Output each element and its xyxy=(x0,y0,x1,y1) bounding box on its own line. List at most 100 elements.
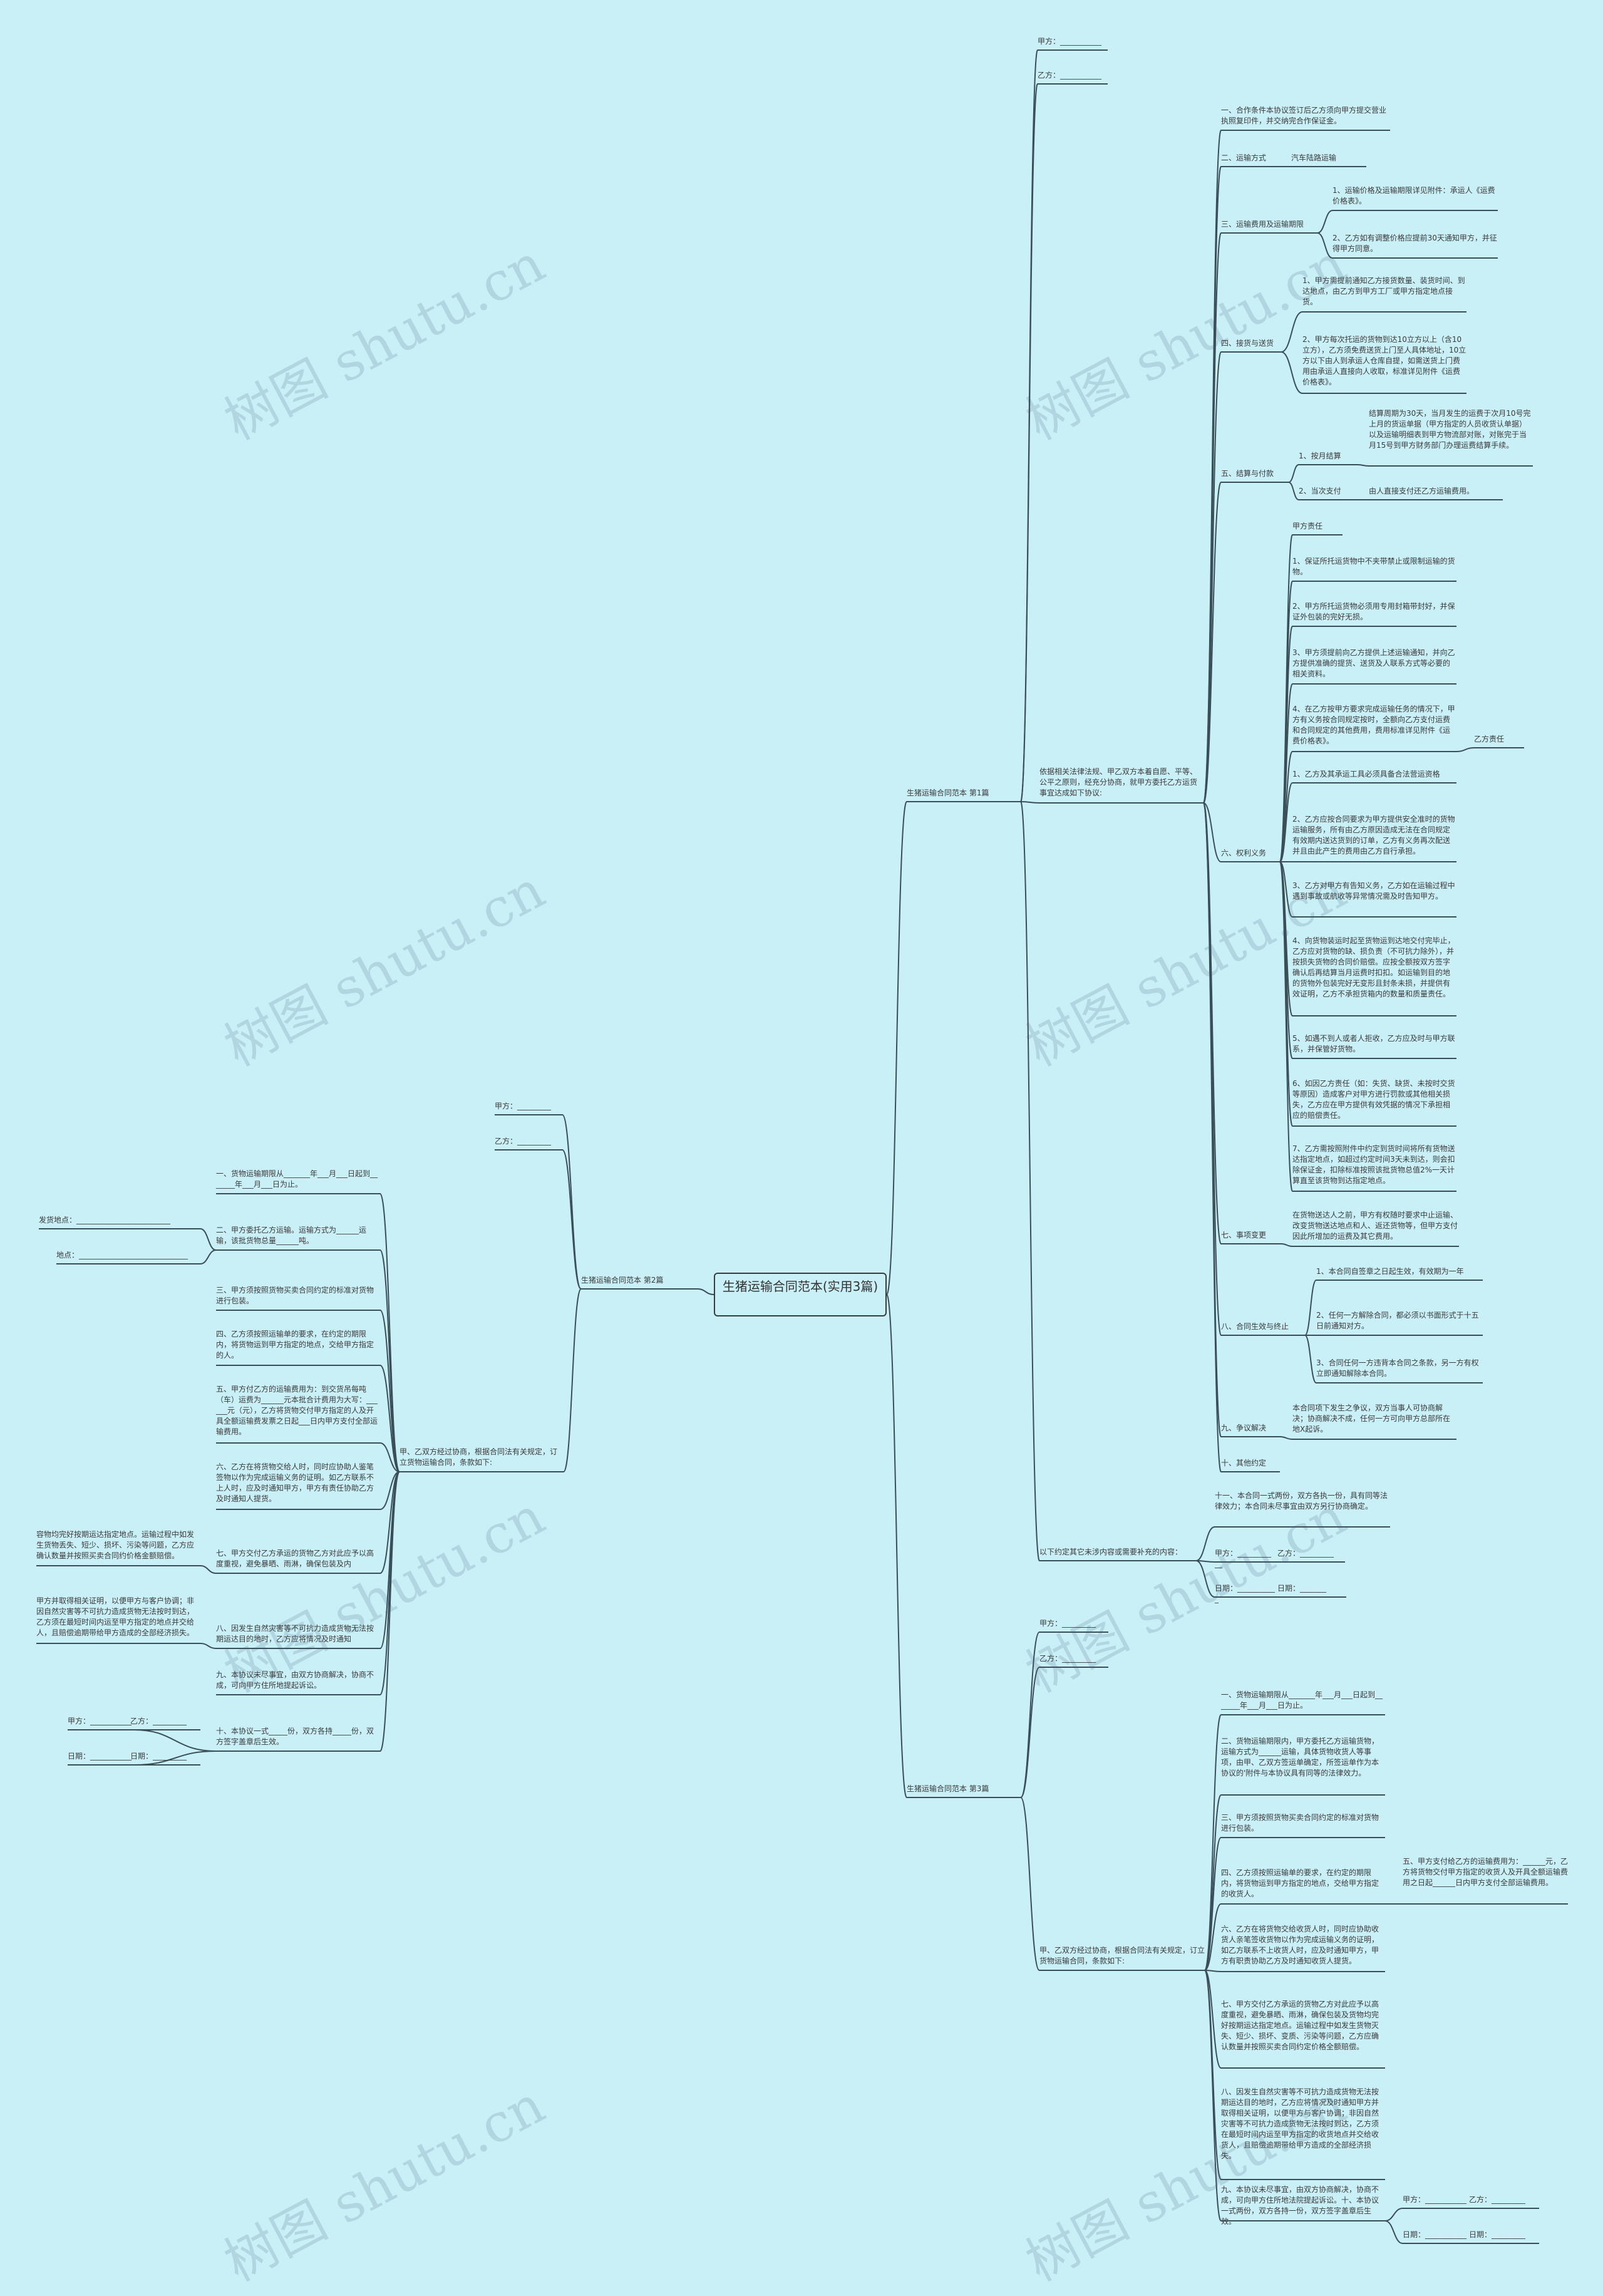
b3-j3-node[interactable]: 三、甲方须按照货物买卖合同约定的标准对货物进行包装。 xyxy=(1221,1813,1379,1833)
b3-j9-node[interactable]: 九、本协议未尽事宜，由双方协商解决，协商不成，可向甲方住所地法院提起诉讼。十、本… xyxy=(1221,2185,1379,2226)
b1-sign_d2-node[interactable]: 日期：_______ xyxy=(1277,1584,1327,1593)
b1-s10-node[interactable]: 十、其他约定 xyxy=(1221,1459,1267,1467)
b1-s6a4-node[interactable]: 4、在乙方按甲方要求完成运输任务的情况下，甲方有义务按合同规定按时，全额向乙方支… xyxy=(1292,705,1455,745)
b3-j6-node[interactable]: 六、乙方在将货物交给收货人时，同时应协助收货人亲笔签收货物以作为完成运输义务的证… xyxy=(1221,1925,1379,1965)
b1-s5a-node[interactable]: 1、按月结算 xyxy=(1299,452,1341,460)
b2-i4-node[interactable]: 四、乙方须按照运输单的要求，在约定的期限内，将货物运到甲方指定的地点，交给甲方指… xyxy=(216,1330,374,1360)
b1-intro-node[interactable]: 依据相关法律法规、甲乙双方本着自愿、平等、公平之原则，经充分协商，就甲方委托乙方… xyxy=(1039,767,1198,797)
b1-s6b3-node[interactable]: 3、乙方对甲方有告知义务，乙方如在运输过程中遇到事故或航收等异常情况需及时告知甲… xyxy=(1292,881,1455,901)
b1-party_b-node[interactable]: 乙方：___________ xyxy=(1038,71,1102,80)
connector-line xyxy=(1279,1436,1293,1440)
connector-line xyxy=(1195,1560,1215,1598)
b2-sign_d1-node[interactable]: 日期：___________ xyxy=(68,1752,132,1761)
b2-party_b-node[interactable]: 乙方：_________ xyxy=(495,1137,552,1145)
b2-intro-node[interactable]: 甲、乙双方经过协商，根据合同法有关规定，订立货物运输合同，条款如下: xyxy=(399,1447,558,1467)
b1-tail-node[interactable]: 以下约定其它未涉内容或需要补充的内容： xyxy=(1039,1548,1183,1556)
b1-s6b4-node[interactable]: 4、向货物装运时起至货物运到达地交付完毕止，乙方应对货物的缺、损负责（不可抗力除… xyxy=(1292,936,1455,998)
b2-i6-node[interactable]: 六、乙方在将货物交给人时，同时应协助人鉴笔签物以作为完成运输义务的证明。如乙方联… xyxy=(216,1462,374,1503)
b2-i2a-node[interactable]: 发货地点：_________________________ xyxy=(39,1216,171,1224)
b2-i2-node[interactable]: 二、甲方委托乙方运输。运输方式为______运输，该批货物总量______吨。 xyxy=(216,1226,367,1245)
b1-s3a-node[interactable]: 1、运输价格及运输期限详见附件：承运人《运费价格表》。 xyxy=(1332,186,1495,205)
b1-s3b-node[interactable]: 2、乙方如有调整价格应提前30天通知甲方，并征得甲方同意。 xyxy=(1332,234,1497,253)
b3-party_a-node[interactable]: 甲方：_________ xyxy=(1039,1619,1096,1628)
b2-i7a-node[interactable]: 容物均完好按期运达指定地点。运输过程中如发生货物丢失、短少、损坏、污染等问题，乙… xyxy=(36,1530,195,1560)
root-topic[interactable]: 生猪运输合同范本(实用3篇) xyxy=(714,1273,887,1316)
b2-i10-node[interactable]: 十、本协议一式_____份，双方各持_____份，双方签字盖章后生效。 xyxy=(216,1727,374,1746)
b1-s11-node[interactable]: 十一、本合同一式两份，双方各执一份，具有同等法律效力；本合同未尽事宜由双方另行协… xyxy=(1215,1491,1388,1511)
b2-i1-node[interactable]: 一、货物运输期限从_______年___月___日起到_______年___月_… xyxy=(216,1169,378,1189)
b1-s6b1-node[interactable]: 1、乙方及其承运工具必须具备合法营运资格 xyxy=(1292,770,1440,778)
b2-sign_a-node[interactable]: 甲方：___________ xyxy=(68,1717,132,1725)
b2-sign_d2-node[interactable]: 日期：_________ xyxy=(130,1752,187,1761)
connector-line xyxy=(200,1643,217,1649)
b1-s3-node[interactable]: 三、运输费用及运输期限 xyxy=(1221,220,1304,229)
b2-title-node[interactable]: 生猪运输合同范本 第2篇 xyxy=(581,1276,664,1285)
connector-line xyxy=(379,1442,400,1472)
b3-j7-node[interactable]: 七、甲方交付乙方承运的货物乙方对此应予以高度重视，避免暴晒、雨淋，确保包装及货物… xyxy=(1221,2000,1379,2051)
b3-j1-node[interactable]: 一、货物运输期限从_______年___月___日起到_______年___月_… xyxy=(1221,1690,1383,1710)
b1-s2-node[interactable]: 二、运输方式 xyxy=(1221,153,1267,162)
b1-s4a-node[interactable]: 1、甲方需提前通知乙方接货数量、装货时间、到达地点，由乙方到甲方工厂或甲方指定地… xyxy=(1302,276,1465,306)
b1-s6a0-node[interactable]: 甲方责任 xyxy=(1292,522,1323,530)
b1-sign_b-node[interactable]: 乙方：_________ xyxy=(1277,1549,1334,1558)
b1-s6a3-node[interactable]: 3、甲方须提前向乙方提供上述运输通知，并向乙方提供准确的提货、送货及人联系方式等… xyxy=(1292,648,1455,678)
b1-s8-node[interactable]: 八、合同生效与终止 xyxy=(1221,1322,1289,1331)
b1-s6b5-node[interactable]: 5、如遇不到人或者人拒收，乙方应及时与甲方联系，并保管好货物。 xyxy=(1292,1034,1455,1053)
b3-party_b-node[interactable]: 乙方：_________ xyxy=(1039,1654,1096,1663)
b1-s6a2-node[interactable]: 2、甲方所托运货物必须用专用封箱带封好，并保证外包装的完好无损。 xyxy=(1292,602,1455,621)
b1-s5av-node[interactable]: 结算周期为30天，当月发生的运费于次月10号完上月的货运单据（甲方指定的人员收货… xyxy=(1369,409,1531,450)
b3-sign_a-node[interactable]: 甲方：___________ xyxy=(1403,2195,1467,2204)
b3-j2-node[interactable]: 二、货物运输期限内，甲方委托乙方运输货物，运输方式为______运输，具体货物收… xyxy=(1221,1737,1379,1777)
b1-s4b-node[interactable]: 2、甲方每次托运的货物到达10立方以上（含10立方），乙方须免费送货上门至人具体… xyxy=(1302,335,1466,386)
connector-line xyxy=(200,1228,217,1251)
b1-s7v-node[interactable]: 在货物送达人之前，甲方有权随时要求中止运输、改变货物送达地点和人、返还货物等，但… xyxy=(1292,1211,1458,1241)
b1-s8c-node[interactable]: 3、合同任何一方违背本合同之条款，另一方有权立即通知解除本合同。 xyxy=(1316,1358,1479,1378)
b2-i7-node[interactable]: 七、甲方交付乙方承运的货物乙方对此应予以高度重视，避免暴晒、雨淋，确保包装及内 xyxy=(216,1549,374,1568)
connector-line xyxy=(1279,782,1293,862)
b1-s1-node[interactable]: 一、合作条件本协议签订后乙方须向甲方提交营业执照复印件，并交纳完合作保证金。 xyxy=(1221,106,1387,125)
connector-line xyxy=(1317,232,1333,259)
b2-i3-node[interactable]: 三、甲方须按照货物买卖合同约定的标准对货物进行包装。 xyxy=(216,1286,374,1305)
b1-s6a1-node[interactable]: 1、保证所托运货物中不夹带禁止或限制运输的货物。 xyxy=(1292,557,1455,576)
connector-line xyxy=(379,1471,400,1752)
b1-s2v-node[interactable]: 汽车陆路运输 xyxy=(1291,153,1337,162)
b1-s8a-node[interactable]: 1、本合同自签章之日起生效，有效期为一年 xyxy=(1316,1267,1464,1276)
b1-sign_a-node[interactable]: 甲方：___________ xyxy=(1215,1549,1272,1568)
connector-line xyxy=(1203,802,1222,862)
b1-s7-node[interactable]: 七、事项变更 xyxy=(1221,1231,1267,1239)
b1-sign_d1-node[interactable]: 日期：___________ xyxy=(1215,1584,1276,1603)
b2-i2b-node[interactable]: 地点：_____________________________ xyxy=(56,1251,188,1259)
b1-s6b7-node[interactable]: 7、乙方需按照附件中约定到货时间将所有货物送达指定地点，如超过约定时间3天未到达… xyxy=(1292,1144,1455,1185)
b3-title-node[interactable]: 生猪运输合同范本 第3篇 xyxy=(907,1784,989,1793)
b1-s6b6-node[interactable]: 6、如因乙方责任（如：失货、缺货、未按时交货等原因）造成客户对甲方进行罚款或其他… xyxy=(1292,1079,1455,1120)
b1-s9v-node[interactable]: 本合同项下发生之争议，双方当事人可协商解决；协商解决不成，任何一方可向甲方总部所… xyxy=(1292,1404,1451,1434)
b3-sign_b-node[interactable]: 乙方：_________ xyxy=(1469,2195,1526,2204)
b2-i8-node[interactable]: 八、因发生自然灾害等不可抗力造成货物无法按期运达目的地时，乙方应将情况及时通知 xyxy=(216,1624,374,1643)
b1-s8b-node[interactable]: 2、任何一方解除合同，都必须以书面形式于十五日前通知对方。 xyxy=(1316,1311,1479,1330)
b2-i8a-node[interactable]: 甲方并取得相关证明，以便甲方与客户协调；非因自然灾害等不可抗力造成货物无法按时到… xyxy=(36,1596,195,1637)
b2-party_a-node[interactable]: 甲方：_________ xyxy=(495,1102,552,1110)
b1-s6-node[interactable]: 六、权利义务 xyxy=(1221,849,1267,857)
connector-line xyxy=(200,1565,217,1574)
b3-j8-node[interactable]: 八、因发生自然灾害等不可抗力造成货物无法按期运达目的地时，乙方应将情况及时通知甲… xyxy=(1221,2087,1379,2160)
b1-s6b0-node[interactable]: 乙方责任 xyxy=(1474,735,1505,743)
b2-i9-node[interactable]: 九、本协议未尽事宜，由双方协商解决，协商不成，可向甲方住所地提起诉讼。 xyxy=(216,1670,374,1690)
connector-line xyxy=(1304,1280,1317,1336)
b3-j4-node[interactable]: 四、乙方须按照运输单的要求，在约定的期限内，将货物运到甲方指定的地点，交给甲方指… xyxy=(1221,1868,1379,1898)
b1-s6b2-node[interactable]: 2、乙方应按合同要求为甲方提供安全准时的货物运输服务，所有由乙方原因造成无法在合… xyxy=(1292,815,1455,856)
b1-s5bv-node[interactable]: 由人直接支付还乙方运输费用。 xyxy=(1369,487,1475,495)
connector-line xyxy=(1204,1794,1222,1971)
b3-sign_d2-node[interactable]: 日期：_________ xyxy=(1469,2230,1526,2239)
b1-s5-node[interactable]: 五、结算与付款 xyxy=(1221,469,1274,478)
b3-intro-node[interactable]: 甲、乙双方经过协商，根据合同法有关规定，订立货物运输合同，条款如下: xyxy=(1039,1946,1205,1965)
b1-title-node[interactable]: 生猪运输合同范本 第1篇 xyxy=(907,789,989,797)
b1-s5b-node[interactable]: 2、当次支付 xyxy=(1299,487,1341,495)
b1-s4-node[interactable]: 四、接货与送货 xyxy=(1221,339,1274,348)
connector-line xyxy=(1203,802,1222,1472)
b2-sign_b-node[interactable]: 乙方：_________ xyxy=(130,1717,187,1725)
b1-s9-node[interactable]: 九、争议解决 xyxy=(1221,1424,1267,1432)
b2-i5-node[interactable]: 五、甲方付乙方的运输费用为：到交货吊每吨（车）运费为______元本批合计费用为… xyxy=(216,1385,378,1436)
b1-party_a-node[interactable]: 甲方：___________ xyxy=(1038,37,1102,46)
b3-j5-node[interactable]: 五、甲方支付给乙方的运输费用为：______元，乙方将货物交付甲方指定的收货人及… xyxy=(1403,1857,1569,1887)
b3-sign_d1-node[interactable]: 日期：___________ xyxy=(1403,2230,1467,2239)
